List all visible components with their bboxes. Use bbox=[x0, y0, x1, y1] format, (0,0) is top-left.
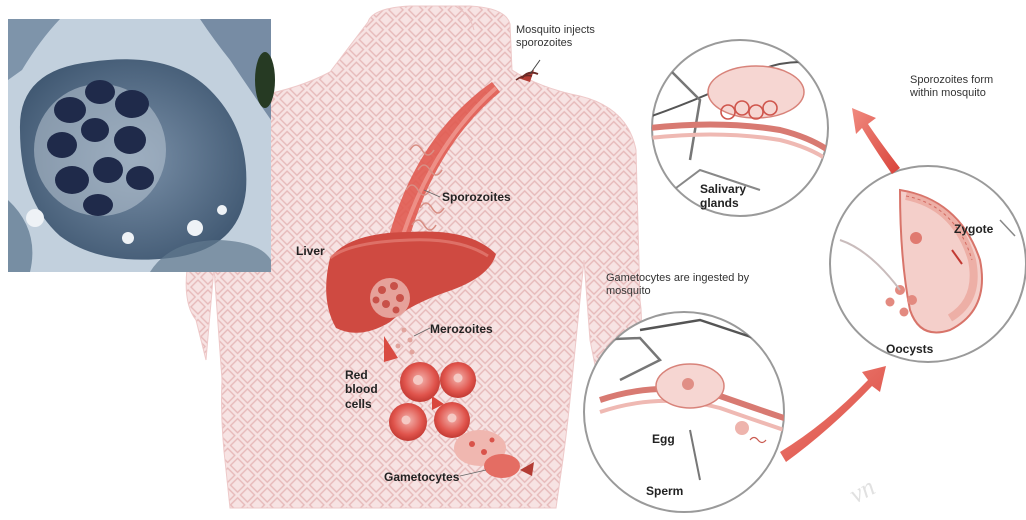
label-oocysts: Oocysts bbox=[886, 342, 933, 356]
label-red-blood-cells: Red blood cells bbox=[345, 368, 389, 411]
label-egg: Egg bbox=[652, 432, 675, 446]
label-merozoites: Merozoites bbox=[430, 322, 493, 336]
egg-sperm-inset bbox=[584, 312, 790, 512]
label-liver: Liver bbox=[296, 244, 325, 258]
label-salivary-glands: Salivary glands bbox=[700, 182, 760, 211]
label-sperm: Sperm bbox=[646, 484, 683, 498]
micrograph-image bbox=[8, 19, 275, 272]
label-sporozoites-form: Sporozoites form within mosquito bbox=[910, 74, 1010, 100]
label-gametocytes-ingested: Gametocytes are ingested by mosquito bbox=[606, 272, 776, 298]
cycle-arrow-to-salivary bbox=[852, 108, 900, 174]
label-mosquito-injects: Mosquito injects sporozoites bbox=[516, 24, 636, 50]
label-zygote: Zygote bbox=[954, 222, 993, 236]
label-sporozoites: Sporozoites bbox=[442, 190, 511, 204]
zygote-oocysts-inset bbox=[830, 166, 1026, 362]
cycle-arrow-to-oocysts bbox=[780, 366, 886, 462]
label-gametocytes: Gametocytes bbox=[384, 470, 459, 484]
